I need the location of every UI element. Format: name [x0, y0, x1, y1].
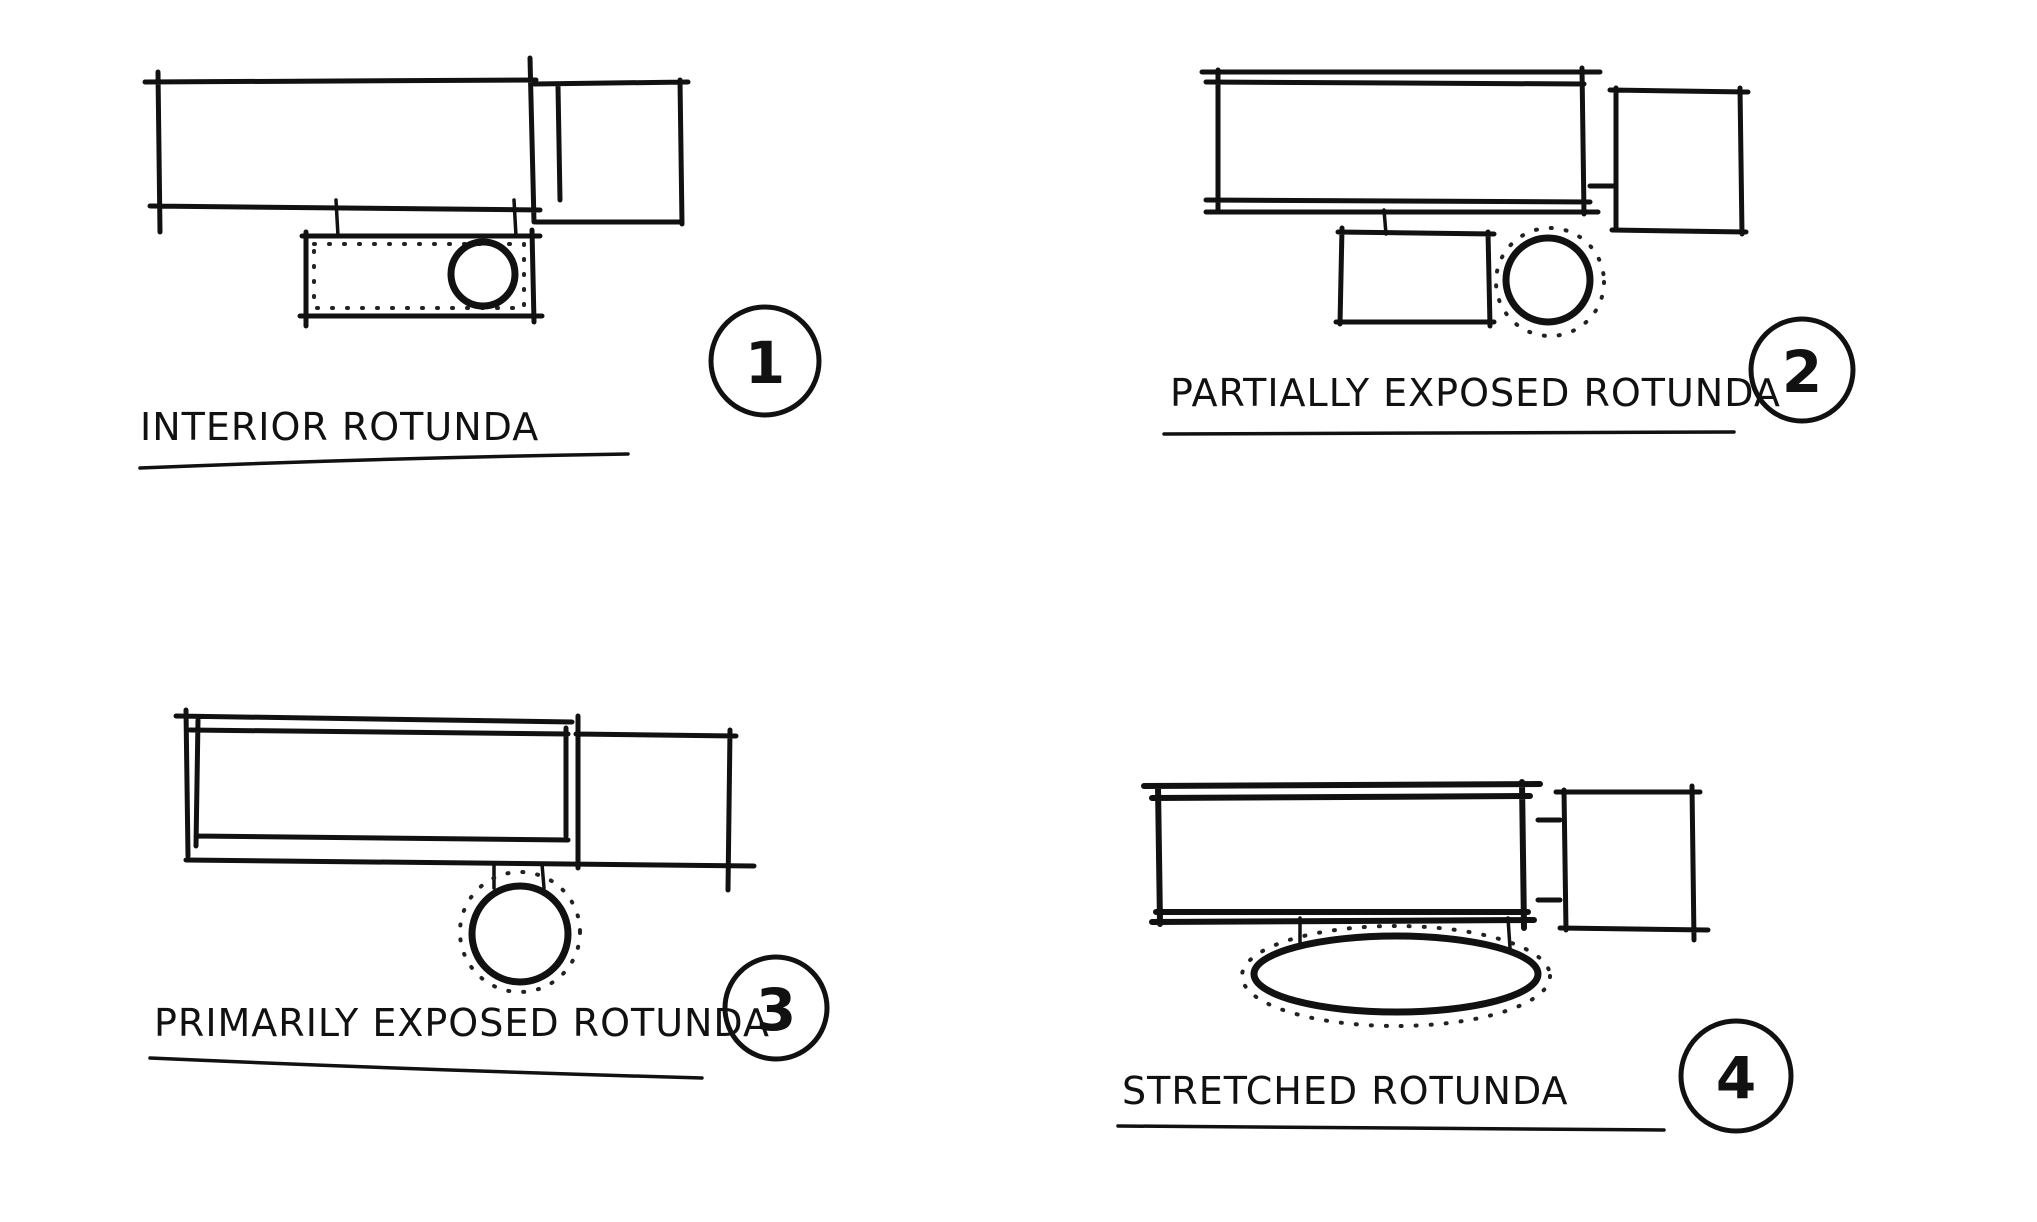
sketch-interior-rotunda: INTERIOR ROTUNDA 1: [138, 55, 822, 470]
rotunda-dotted-edge: [1240, 924, 1552, 1028]
number-circle: [1748, 316, 1856, 424]
dotted-enclosure: [312, 242, 526, 310]
rotunda-circle: [468, 882, 572, 986]
diagram-label: PRIMARILY EXPOSED ROTUNDA: [154, 1001, 770, 1045]
main-block: [1199, 65, 1603, 217]
diagram-label: INTERIOR ROTUNDA: [140, 405, 539, 449]
sketch-primarily-exposed-rotunda: PRIMARILY EXPOSED ROTUNDA 3: [148, 707, 830, 1080]
number-circle: [722, 954, 830, 1062]
main-block: [1141, 779, 1543, 931]
rotunda-dotted-edge: [1494, 226, 1606, 338]
sketch-stretched-rotunda: STRETCHED ROTUNDA 4: [1116, 779, 1794, 1134]
label-underline: [138, 452, 630, 470]
connector: [1382, 208, 1388, 236]
stretched-rotunda-ellipse: [1250, 932, 1542, 1016]
main-block: [173, 707, 757, 869]
side-block: [1535, 783, 1711, 943]
rotunda-dotted-edge: [458, 870, 582, 994]
side-room: [1333, 225, 1497, 329]
number-circle: [1678, 1018, 1794, 1134]
diagram-number: 4: [1716, 1044, 1756, 1112]
side-block: [531, 77, 691, 227]
rotunda-circle: [1502, 234, 1594, 326]
number-circle: [708, 304, 822, 418]
label-underline: [1116, 1124, 1666, 1132]
connector: [334, 198, 518, 238]
rotunda-circle: [447, 238, 519, 310]
diagram-number: 2: [1782, 338, 1822, 406]
main-block: [142, 55, 543, 235]
diagram-label: STRETCHED ROTUNDA: [1122, 1069, 1569, 1113]
extension-frame: [573, 713, 739, 893]
sketch-partially-exposed-rotunda: PARTIALLY EXPOSED ROTUNDA 2: [1162, 65, 1856, 436]
lower-block: [297, 227, 545, 329]
diagram-number: 1: [745, 329, 785, 397]
diagram-number: 3: [756, 976, 796, 1044]
label-underline: [148, 1056, 704, 1080]
side-block: [1587, 85, 1751, 237]
label-underline: [1162, 430, 1736, 436]
diagram-label: PARTIALLY EXPOSED ROTUNDA: [1170, 371, 1781, 415]
